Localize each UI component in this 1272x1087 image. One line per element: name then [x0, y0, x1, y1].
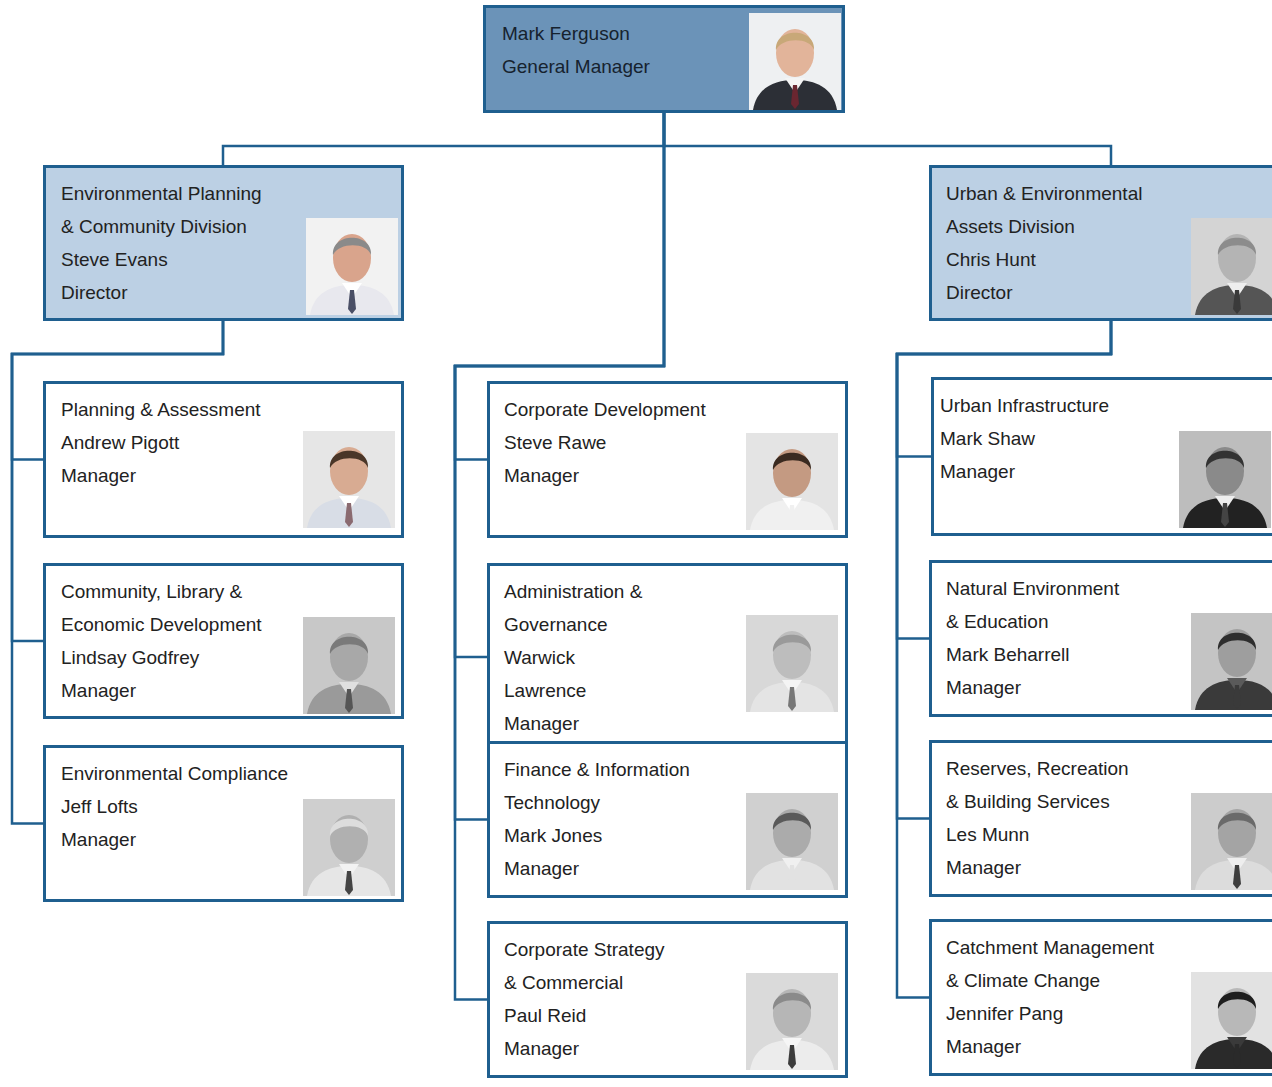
person-name: Mark Jones — [504, 819, 734, 852]
text-group: Planning & AssessmentAndrew PigottManage… — [61, 393, 291, 492]
manager-box: Catchment Management & Climate ChangeJen… — [929, 919, 1272, 1076]
manager-box: Corporate DevelopmentSteve RaweManager — [487, 381, 848, 538]
role-title: Manager — [946, 671, 1126, 704]
portrait-photo — [746, 615, 838, 712]
unit-name: Community, Library & Economic Developmen… — [61, 575, 291, 641]
text-group: Urban InfrastructureMark ShawManager — [940, 389, 1165, 488]
portrait-photo — [746, 973, 838, 1070]
text-group: Environmental Planning & Community Divis… — [61, 177, 273, 309]
portrait-photo — [303, 617, 395, 714]
text-group: Reserves, Recreation & Building Services… — [946, 752, 1136, 884]
portrait-photo — [306, 218, 398, 315]
unit-name: Urban Infrastructure — [940, 389, 1165, 422]
manager-box: Natural Environment & EducationMark Beha… — [929, 560, 1272, 717]
role-title: Manager — [504, 707, 654, 740]
portrait-photo — [1191, 793, 1272, 890]
manager-box: Administration & GovernanceWarwick Lawre… — [487, 563, 848, 751]
person-name: Lindsay Godfrey — [61, 641, 291, 674]
person-name: Chris Hunt — [946, 243, 1186, 276]
unit-name: Mark Ferguson — [502, 17, 732, 50]
text-group: Finance & Information TechnologyMark Jon… — [504, 753, 734, 885]
text-group: Corporate Strategy & CommercialPaul Reid… — [504, 933, 674, 1065]
person-name: Warwick Lawrence — [504, 641, 654, 707]
person-name: Mark Beharrell — [946, 638, 1126, 671]
division-box: Environmental Planning & Community Divis… — [43, 165, 404, 321]
role-title: Manager — [61, 823, 291, 856]
manager-box: Urban InfrastructureMark ShawManager — [931, 377, 1272, 536]
portrait-photo — [303, 799, 395, 896]
role-title: Manager — [61, 459, 291, 492]
manager-box: Corporate Strategy & CommercialPaul Reid… — [487, 921, 848, 1078]
manager-box: Reserves, Recreation & Building Services… — [929, 740, 1272, 897]
unit-name: Corporate Strategy & Commercial — [504, 933, 674, 999]
text-group: Catchment Management & Climate ChangeJen… — [946, 931, 1161, 1063]
person-name: Jennifer Pang — [946, 997, 1161, 1030]
text-group: Administration & GovernanceWarwick Lawre… — [504, 575, 654, 740]
text-group: Environmental ComplianceJeff LoftsManage… — [61, 757, 291, 856]
text-group: Community, Library & Economic Developmen… — [61, 575, 291, 707]
unit-name: Corporate Development — [504, 393, 734, 426]
role-title: Manager — [504, 459, 734, 492]
person-name: General Manager — [502, 50, 732, 83]
portrait-photo — [303, 431, 395, 528]
unit-name: Natural Environment & Education — [946, 572, 1126, 638]
unit-name: Planning & Assessment — [61, 393, 291, 426]
manager-box: Community, Library & Economic Developmen… — [43, 563, 404, 719]
portrait-photo — [1191, 613, 1272, 710]
role-title: Director — [946, 276, 1186, 309]
person-name: Steve Rawe — [504, 426, 734, 459]
text-group: Corporate DevelopmentSteve RaweManager — [504, 393, 734, 492]
person-name: Mark Shaw — [940, 422, 1165, 455]
role-title: Director — [61, 276, 273, 309]
division-box: Urban & Environmental Assets DivisionChr… — [929, 165, 1272, 321]
role-title: Manager — [946, 1030, 1161, 1063]
person-name: Andrew Pigott — [61, 426, 291, 459]
unit-name: Catchment Management & Climate Change — [946, 931, 1161, 997]
portrait-photo — [746, 793, 838, 890]
reporting-line — [664, 113, 1111, 165]
manager-box: Finance & Information TechnologyMark Jon… — [487, 741, 848, 898]
unit-name: Environmental Compliance — [61, 757, 291, 790]
portrait-photo — [746, 433, 838, 530]
portrait-photo — [749, 13, 841, 110]
unit-name: Administration & Governance — [504, 575, 654, 641]
text-group: Mark FergusonGeneral Manager — [502, 17, 732, 83]
reporting-line — [223, 113, 664, 165]
manager-box: Environmental ComplianceJeff LoftsManage… — [43, 745, 404, 902]
role-title: Manager — [504, 852, 734, 885]
unit-name: Urban & Environmental Assets Division — [946, 177, 1186, 243]
portrait-photo — [1191, 218, 1272, 315]
general-manager-box: Mark FergusonGeneral Manager — [483, 5, 845, 113]
text-group: Urban & Environmental Assets DivisionChr… — [946, 177, 1186, 309]
unit-name: Environmental Planning & Community Divis… — [61, 177, 273, 243]
unit-name: Reserves, Recreation & Building Services — [946, 752, 1136, 818]
role-title: Manager — [504, 1032, 674, 1065]
role-title: Manager — [940, 455, 1165, 488]
manager-box: Planning & AssessmentAndrew PigottManage… — [43, 381, 404, 538]
person-name: Jeff Lofts — [61, 790, 291, 823]
portrait-photo — [1191, 972, 1272, 1069]
person-name: Paul Reid — [504, 999, 674, 1032]
unit-name: Finance & Information Technology — [504, 753, 734, 819]
person-name: Steve Evans — [61, 243, 273, 276]
portrait-photo — [1179, 431, 1271, 528]
role-title: Manager — [946, 851, 1136, 884]
text-group: Natural Environment & EducationMark Beha… — [946, 572, 1126, 704]
role-title: Manager — [61, 674, 291, 707]
person-name: Les Munn — [946, 818, 1136, 851]
